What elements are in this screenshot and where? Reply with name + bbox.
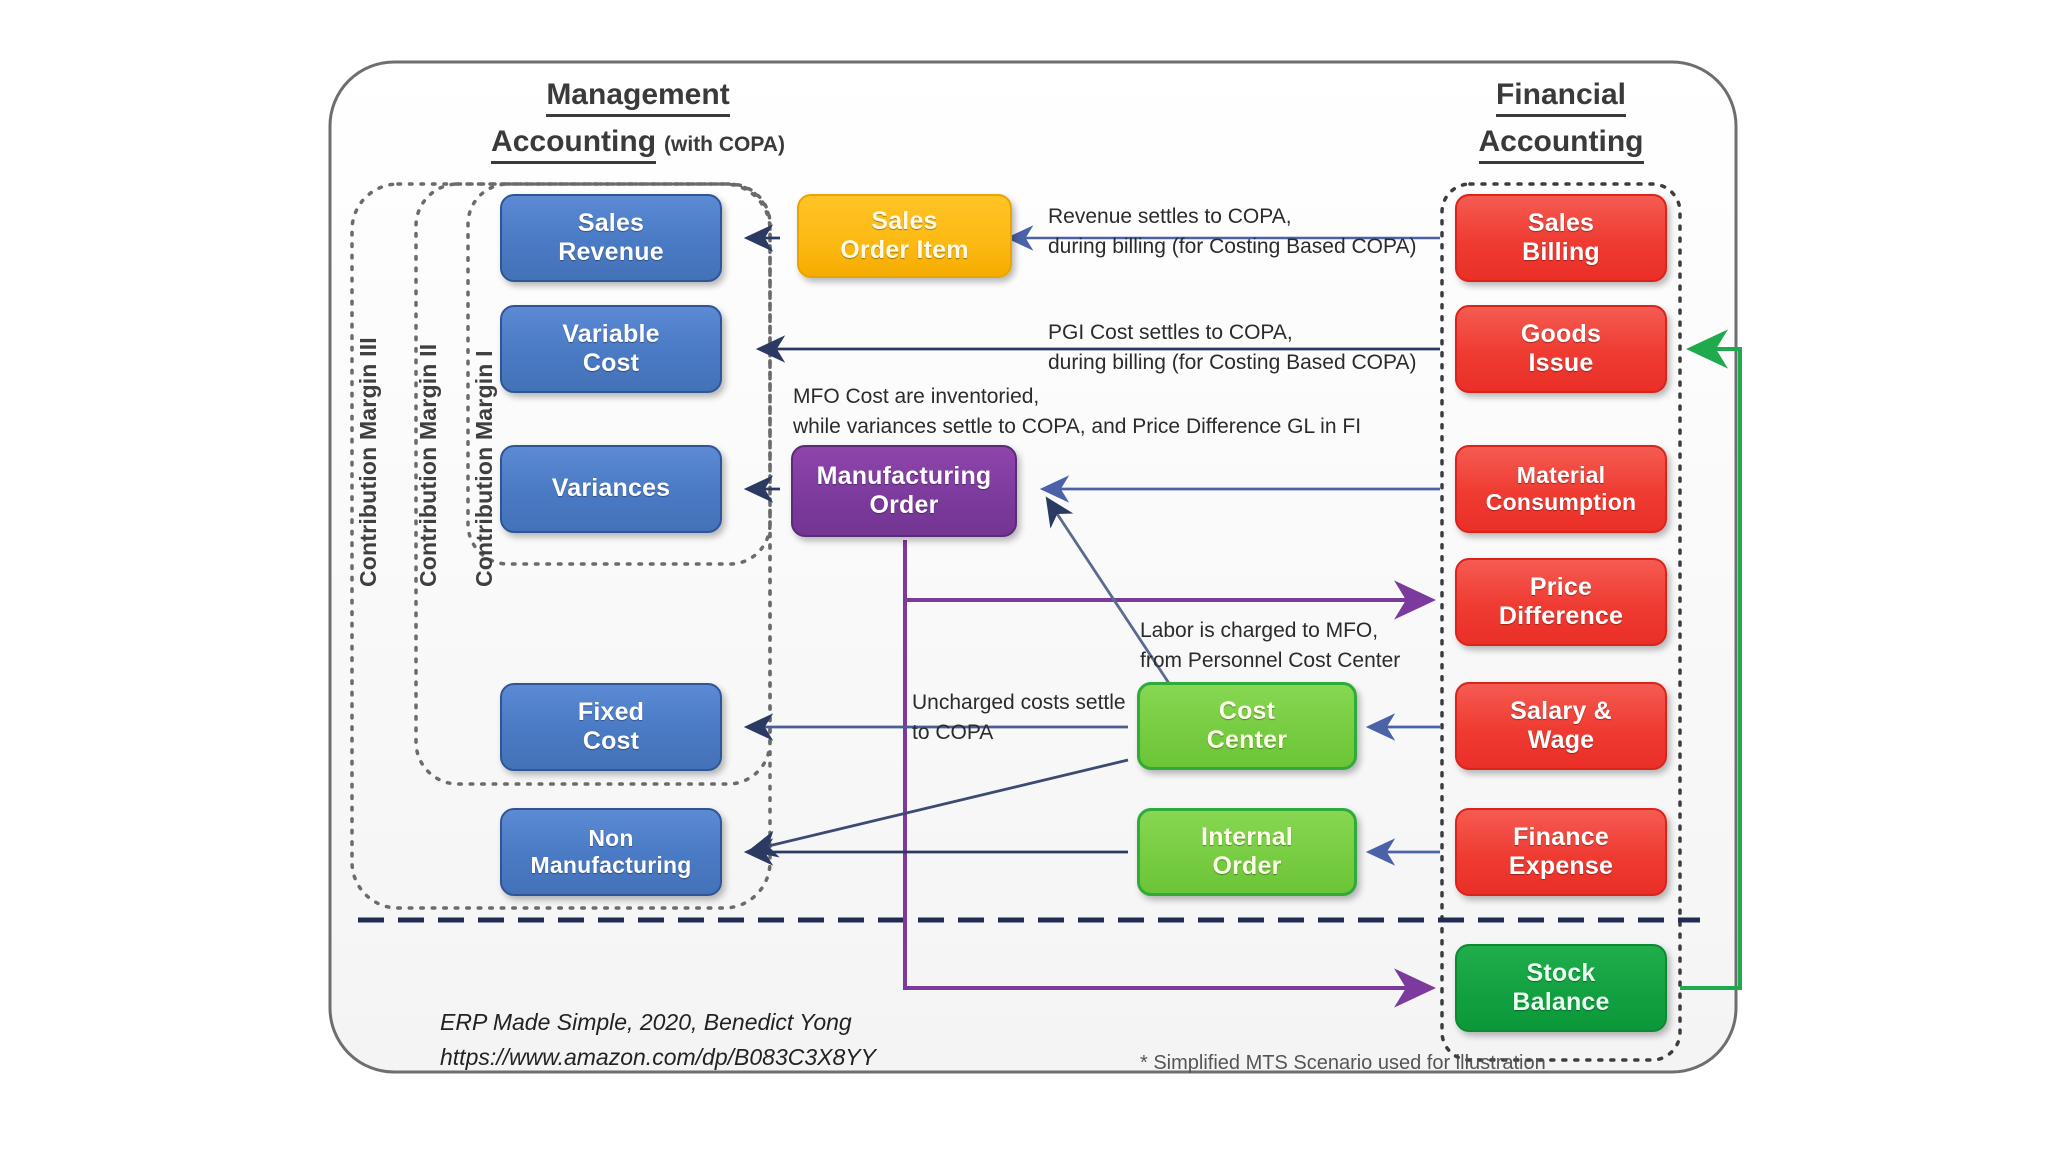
node-goods-issue-line2: Issue	[1528, 349, 1594, 377]
node-price-difference-line2: Difference	[1498, 602, 1624, 630]
node-internal-order-line2: Order	[1212, 852, 1282, 880]
edge-cost-center-to-mfo	[1045, 496, 1182, 701]
node-finance-expense-line2: Expense	[1508, 852, 1614, 880]
annotation-labor-line1: Labor is charged to MFO,	[1140, 619, 1379, 642]
node-sales-order-item[interactable]: Sales Order Item	[797, 194, 1012, 278]
annotation-mfo-line1: MFO Cost are inventoried,	[793, 385, 1040, 408]
node-sales-revenue[interactable]: Sales Revenue	[500, 194, 722, 282]
footer-note: * Simplified MTS Scenario used for illus…	[1140, 1052, 1546, 1074]
annotation-uncharged-line1: Uncharged costs settle	[912, 691, 1126, 714]
node-variances-line1: Variances	[551, 474, 671, 503]
node-fixed-cost-line2: Cost	[582, 727, 640, 755]
edge-stock-balance-to-goods-issue	[1680, 329, 1742, 990]
edge-mfo-to-stock-balance	[903, 540, 1436, 1008]
node-sales-revenue-line1: Sales	[577, 208, 645, 237]
node-sales-order-item-line2: Order Item	[840, 236, 969, 264]
node-salary-wage-line2: Wage	[1527, 726, 1595, 754]
node-fixed-cost[interactable]: Fixed Cost	[500, 683, 722, 771]
annotation-pgi: PGI Cost settles to COPA, during billing…	[1048, 318, 1416, 379]
node-sales-billing[interactable]: Sales Billing	[1455, 194, 1667, 282]
header-left-line2: Accounting	[491, 125, 657, 164]
node-manufacturing-order-line2: Order	[869, 491, 939, 519]
contribution-margin-i-box	[466, 182, 772, 566]
node-variable-cost[interactable]: Variable Cost	[500, 305, 722, 393]
node-goods-issue-line1: Goods	[1520, 319, 1602, 348]
node-sales-billing-line2: Billing	[1522, 238, 1600, 266]
node-goods-issue[interactable]: Goods Issue	[1455, 305, 1667, 393]
node-internal-order[interactable]: Internal Order	[1137, 808, 1357, 896]
annotation-revenue-line2: during billing (for Costing Based COPA)	[1048, 235, 1417, 259]
node-price-difference[interactable]: Price Difference	[1455, 558, 1667, 646]
annotation-labor: Labor is charged to MFO, from Personnel …	[1140, 616, 1400, 677]
node-manufacturing-order[interactable]: Manufacturing Order	[791, 445, 1017, 537]
node-stock-balance[interactable]: Stock Balance	[1455, 944, 1667, 1032]
node-non-manufacturing-line1: Non	[588, 824, 634, 851]
node-stock-balance-line1: Stock	[1526, 958, 1596, 987]
node-variable-cost-line1: Variable	[562, 319, 660, 348]
footer-line2[interactable]: https://www.amazon.com/dp/B083C3X8YY	[440, 1043, 876, 1070]
contribution-margin-i-label: Contribution Margin I	[471, 350, 497, 587]
node-variances[interactable]: Variances	[500, 445, 722, 533]
node-price-difference-line1: Price	[1529, 572, 1593, 601]
node-material-consumption[interactable]: Material Consumption	[1455, 445, 1667, 533]
node-sales-billing-line1: Sales	[1527, 208, 1595, 237]
contribution-margin-ii-label: Contribution Margin II	[415, 343, 441, 587]
node-fixed-cost-line1: Fixed	[577, 697, 645, 726]
annotation-pgi-line2: during billing (for Costing Based COPA)	[1048, 351, 1417, 375]
header-left-sub: (with COPA)	[664, 133, 785, 156]
header-right-line1: Financial	[1495, 78, 1627, 117]
node-sales-order-item-line1: Sales	[871, 206, 938, 235]
node-manufacturing-order-line1: Manufacturing	[816, 461, 992, 490]
node-cost-center-line2: Center	[1206, 726, 1288, 754]
node-cost-center-line1: Cost	[1218, 696, 1276, 725]
footer-line1: ERP Made Simple, 2020, Benedict Yong	[440, 1009, 852, 1035]
node-variable-cost-line2: Cost	[582, 349, 640, 377]
annotation-mfo: MFO Cost are inventoried, while variance…	[793, 382, 1361, 443]
header-right-line2: Accounting	[1478, 125, 1644, 164]
management-accounting-header: Management Accounting (with COPA)	[408, 78, 868, 164]
header-left-line1: Management	[546, 78, 730, 117]
node-material-consumption-line2: Consumption	[1485, 489, 1637, 515]
node-stock-balance-line2: Balance	[1512, 988, 1610, 1016]
annotation-uncharged-line2: to COPA	[912, 721, 994, 745]
node-internal-order-line1: Internal	[1201, 822, 1293, 851]
financial-accounting-header: Financial Accounting	[1430, 78, 1692, 164]
edge-cost-center-to-non-manufacturing	[747, 758, 1129, 858]
annotation-revenue-line1: Revenue settles to COPA,	[1048, 205, 1292, 228]
node-salary-wage[interactable]: Salary & Wage	[1455, 682, 1667, 770]
node-finance-expense[interactable]: Finance Expense	[1455, 808, 1667, 896]
annotation-pgi-line1: PGI Cost settles to COPA,	[1048, 321, 1293, 344]
footer-credit: ERP Made Simple, 2020, Benedict Yong htt…	[440, 1005, 876, 1074]
annotation-uncharged: Uncharged costs settle to COPA	[912, 688, 1126, 749]
annotation-labor-line2: from Personnel Cost Center	[1140, 649, 1401, 673]
node-non-manufacturing[interactable]: Non Manufacturing	[500, 808, 722, 896]
node-non-manufacturing-line2: Manufacturing	[530, 852, 692, 878]
node-finance-expense-line1: Finance	[1513, 822, 1609, 851]
node-sales-revenue-line2: Revenue	[558, 238, 664, 266]
contribution-margin-iii-label: Contribution Margin III	[355, 337, 381, 587]
financial-accounting-box	[1440, 182, 1682, 1062]
node-material-consumption-line1: Material	[1516, 461, 1606, 488]
node-salary-wage-line1: Salary &	[1510, 696, 1612, 725]
annotation-revenue: Revenue settles to COPA, during billing …	[1048, 202, 1416, 263]
node-cost-center[interactable]: Cost Center	[1137, 682, 1357, 770]
annotation-mfo-line2: while variances settle to COPA, and Pric…	[793, 415, 1362, 439]
